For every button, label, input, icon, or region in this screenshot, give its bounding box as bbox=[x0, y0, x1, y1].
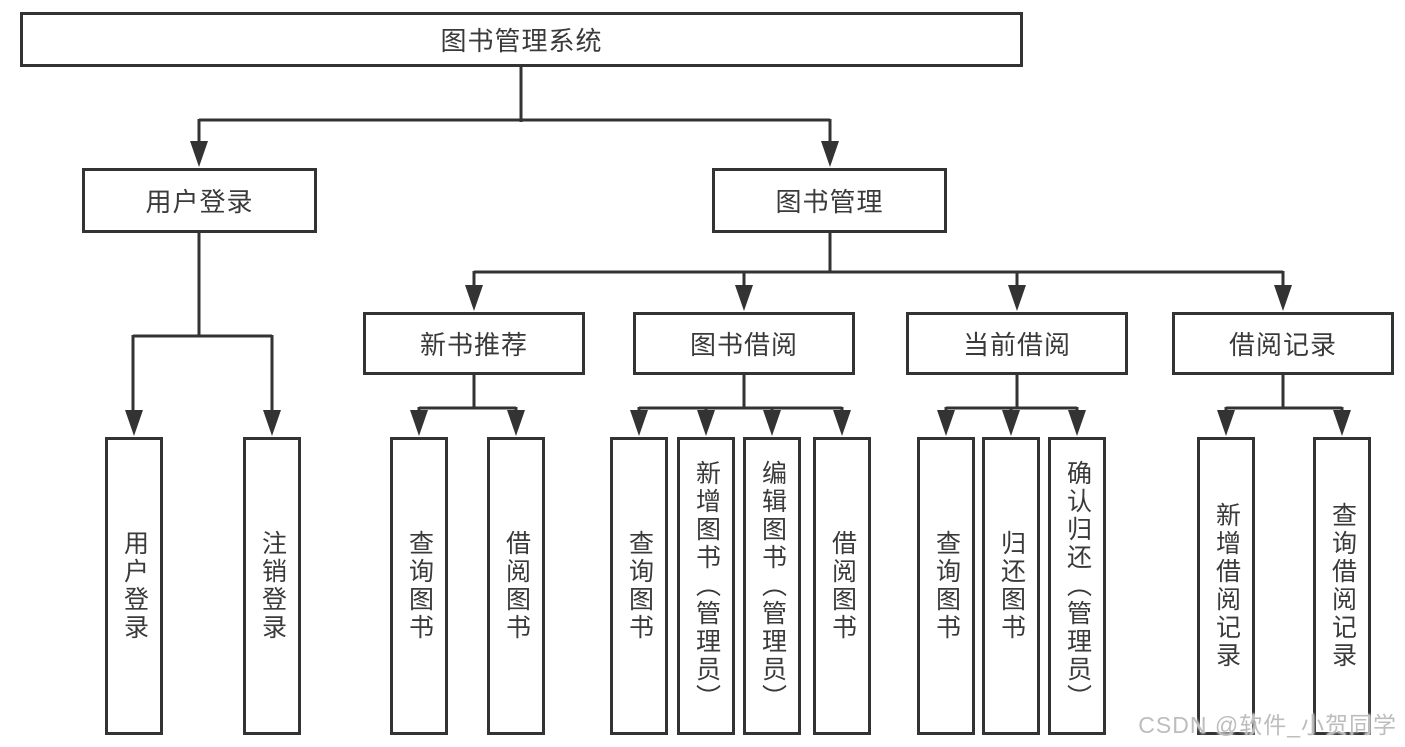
csdn-watermark: CSDN @软件_小贺同学 bbox=[1138, 712, 1397, 738]
leaf-return-books: 归还图书 bbox=[982, 437, 1040, 735]
leaf-borrow-books-recommend: 借阅图书 bbox=[487, 437, 545, 735]
node-book-management: 图书管理 bbox=[712, 168, 947, 233]
leaf-add-borrow-record: 新增借阅记录 bbox=[1197, 437, 1255, 735]
leaf-user-login: 用户登录 bbox=[105, 437, 163, 735]
leaf-query-books-current: 查询图书 bbox=[917, 437, 975, 735]
node-root-system: 图书管理系统 bbox=[20, 12, 1023, 67]
node-book-borrow: 图书借阅 bbox=[633, 312, 855, 375]
leaf-edit-books-admin: 编辑图书（管理员） bbox=[743, 437, 801, 735]
node-current-borrow: 当前借阅 bbox=[906, 312, 1128, 375]
node-new-book-recommend: 新书推荐 bbox=[363, 312, 585, 375]
node-borrow-records: 借阅记录 bbox=[1172, 312, 1394, 375]
arrowhead-group bbox=[125, 141, 1351, 436]
node-user-login: 用户登录 bbox=[82, 168, 317, 233]
leaf-query-books-borrow: 查询图书 bbox=[610, 437, 668, 735]
leaf-add-books-admin: 新增图书（管理员） bbox=[677, 437, 735, 735]
leaf-confirm-return-admin: 确认归还（管理员） bbox=[1048, 437, 1106, 735]
leaf-query-borrow-record: 查询借阅记录 bbox=[1313, 437, 1371, 735]
leaf-query-books-recommend: 查询图书 bbox=[390, 437, 448, 735]
leaf-logout: 注销登录 bbox=[243, 437, 301, 735]
leaf-borrow-books: 借阅图书 bbox=[813, 437, 871, 735]
